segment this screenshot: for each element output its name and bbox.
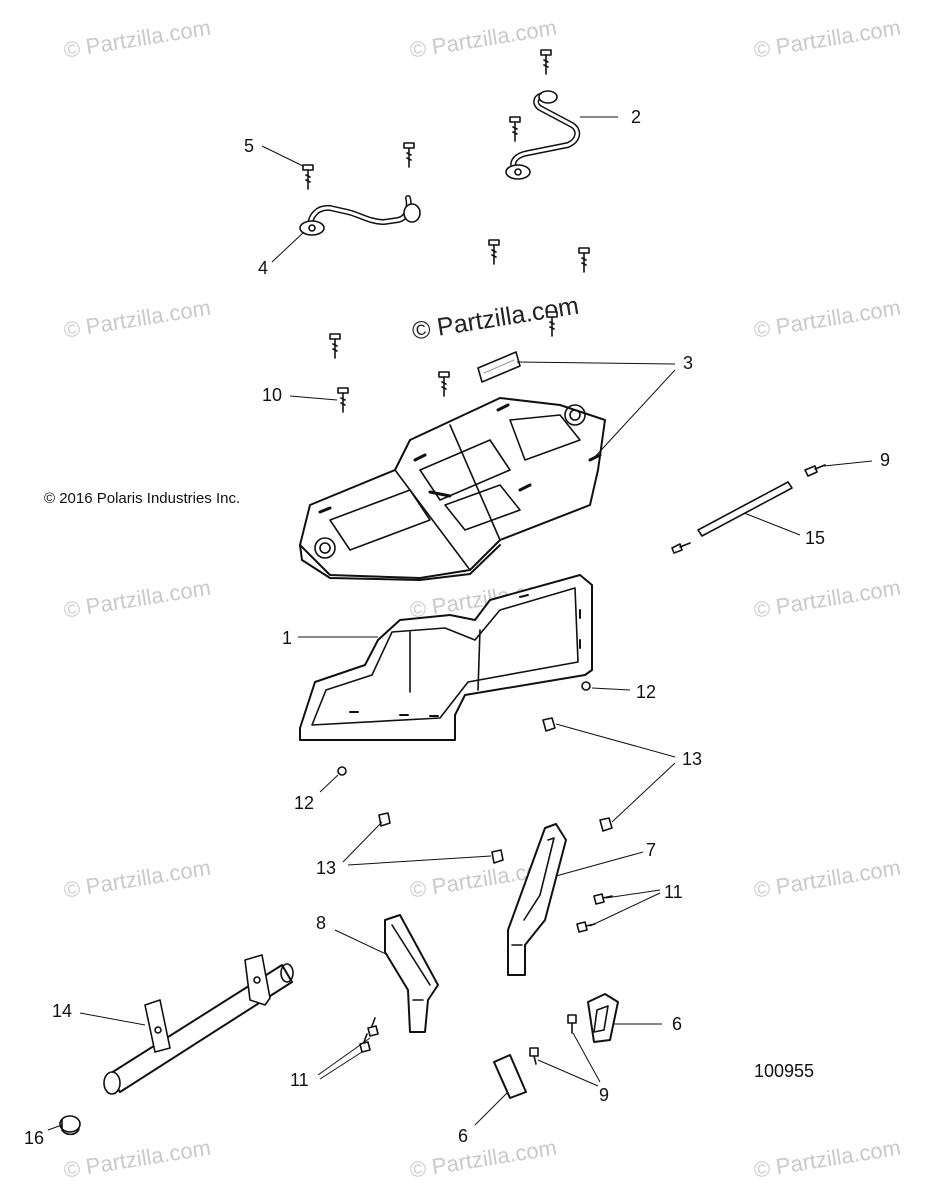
fastener [367,1017,379,1037]
callout-15: 15 [805,528,826,548]
callout-7: 7 [646,840,657,860]
bolt [529,1047,539,1065]
leader-line [591,687,631,691]
callout-12: 12 [636,682,657,702]
rack-frame [299,574,593,741]
leader-line [319,774,339,793]
leader-line [261,145,304,167]
leader-line [537,1059,599,1087]
leader-line [79,1012,146,1026]
leader-line [572,1032,601,1083]
clip [491,849,504,864]
leader-line [823,460,873,467]
leader-line [474,1091,509,1126]
clip [599,817,613,832]
callout-8: 8 [316,913,327,933]
leader-line [516,361,676,365]
fastener [359,1033,371,1053]
copyright-text: © 2016 Polaris Industries Inc. [44,490,241,507]
nut [337,766,347,776]
leader-line [334,929,389,956]
bolt [671,542,691,554]
screw [337,387,349,413]
bolt [567,1014,577,1034]
leader-line [555,851,644,877]
diagram-number: 100955 [754,1061,815,1081]
screw [403,142,415,168]
callout-13: 13 [682,749,703,769]
screw [546,311,558,337]
leader-line [611,762,676,823]
nut [581,681,591,691]
leader-line [555,723,676,758]
leader-line [47,1124,63,1131]
leader-line [271,231,305,263]
screw [329,333,341,359]
callout-6: 6 [458,1126,469,1146]
screw [302,164,314,190]
pad-lower [493,1054,527,1099]
leader-line [591,369,676,461]
bracket-left [384,914,439,1033]
callout-11: 11 [664,882,683,902]
leader-line [319,1051,363,1080]
leader-line [743,512,801,536]
fastener [593,893,613,905]
leader-line [342,821,383,863]
fastener [576,921,596,933]
grab-handle-left [299,195,421,236]
callout-9: 9 [880,450,891,470]
callout-5: 5 [244,136,255,156]
callout-11: 11 [290,1070,309,1090]
callout-6: 6 [672,1014,683,1034]
callout-4: 4 [258,258,269,278]
callout-10: 10 [262,385,283,405]
plug [59,1115,81,1136]
leader-line [289,395,338,401]
callout-1: 1 [282,628,293,648]
rack-top [299,397,606,581]
leader-line [605,889,661,899]
grab-handle-right [505,90,581,180]
callout-16: 16 [24,1128,45,1148]
bracket-right [507,823,567,976]
callout-3: 3 [683,353,694,373]
clip [542,717,556,732]
pad-upper [587,993,619,1043]
screw [540,49,552,75]
callout-12: 12 [294,793,315,813]
screw [488,239,500,265]
screw [578,247,590,273]
leader-line [589,892,661,927]
screw [509,116,521,142]
screw [438,371,450,397]
leader-line [317,1037,371,1076]
leader-line [347,855,492,866]
rod [697,481,793,537]
callout-13: 13 [316,858,337,878]
bolt [804,464,826,477]
callout-2: 2 [631,107,642,127]
callout-14: 14 [52,1001,73,1021]
callout-9: 9 [599,1085,610,1105]
tube-assembly [103,954,294,1095]
